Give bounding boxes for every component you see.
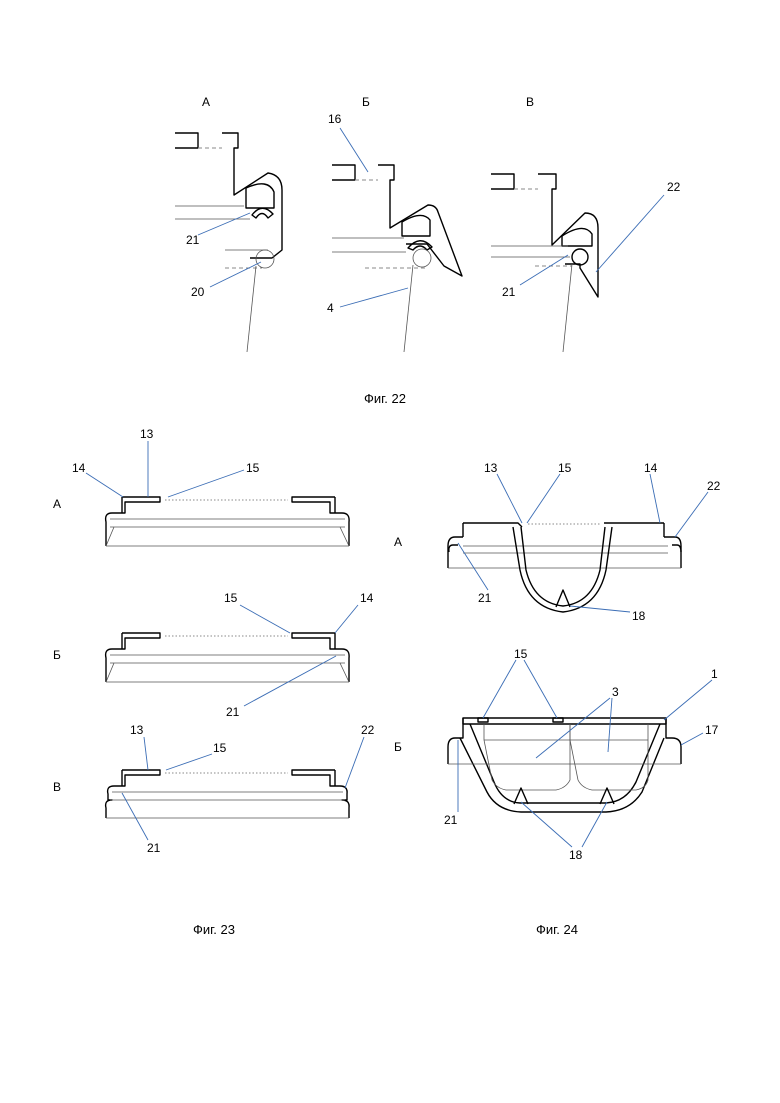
fig23-a-ref-14: 14 — [72, 462, 85, 474]
fig22-ref-21a: 21 — [186, 234, 199, 246]
fig22-panel-b-label: Б — [362, 96, 370, 108]
fig23-view-c — [106, 737, 364, 840]
fig24-b-ref-17: 17 — [705, 724, 718, 736]
fig24-b-ref-21: 21 — [444, 814, 457, 826]
fig23-c-ref-15: 15 — [213, 742, 226, 754]
fig23-panel-c-label: В — [53, 781, 61, 793]
fig23-b-ref-14: 14 — [360, 592, 373, 604]
fig24-b-ref-18: 18 — [569, 849, 582, 861]
fig23-panel-b-label: Б — [53, 649, 61, 661]
fig22-ref-20: 20 — [191, 286, 204, 298]
fig22-panel-a-label: А — [202, 96, 210, 108]
fig23-view-b — [106, 605, 358, 706]
fig23-panel-a-label: А — [53, 498, 61, 510]
fig22-ref-22: 22 — [667, 181, 680, 193]
fig22-caption: Фиг. 22 — [364, 392, 406, 405]
fig24-panel-a-label: А — [394, 536, 402, 548]
fig23-b-ref-15: 15 — [224, 592, 237, 604]
fig24-a-ref-22: 22 — [707, 480, 720, 492]
fig24-b-ref-1: 1 — [711, 668, 718, 680]
fig23-c-ref-13: 13 — [130, 724, 143, 736]
fig24-view-b — [448, 660, 712, 847]
fig24-a-ref-21: 21 — [478, 592, 491, 604]
fig23-b-ref-21: 21 — [226, 706, 239, 718]
fig23-a-ref-15: 15 — [246, 462, 259, 474]
fig24-a-ref-14: 14 — [644, 462, 657, 474]
fig23-view-a — [86, 441, 349, 546]
fig24-caption: Фиг. 24 — [536, 923, 578, 936]
fig22-ref-16: 16 — [328, 113, 341, 125]
fig22-detail-b — [332, 128, 462, 352]
fig24-a-ref-13: 13 — [484, 462, 497, 474]
fig22-detail-c — [491, 174, 664, 352]
fig24-a-ref-18: 18 — [632, 610, 645, 622]
fig24-panel-b-label: Б — [394, 741, 402, 753]
fig22-ref-21c: 21 — [502, 286, 515, 298]
fig24-b-ref-15: 15 — [514, 648, 527, 660]
fig23-c-ref-21: 21 — [147, 842, 160, 854]
fig23-c-ref-22: 22 — [361, 724, 374, 736]
fig23-a-ref-13: 13 — [140, 428, 153, 440]
fig24-a-ref-15: 15 — [558, 462, 571, 474]
fig23-caption: Фиг. 23 — [193, 923, 235, 936]
fig22-ref-4: 4 — [327, 302, 334, 314]
fig22-panel-c-label: В — [526, 96, 534, 108]
fig24-b-ref-3: 3 — [612, 686, 619, 698]
